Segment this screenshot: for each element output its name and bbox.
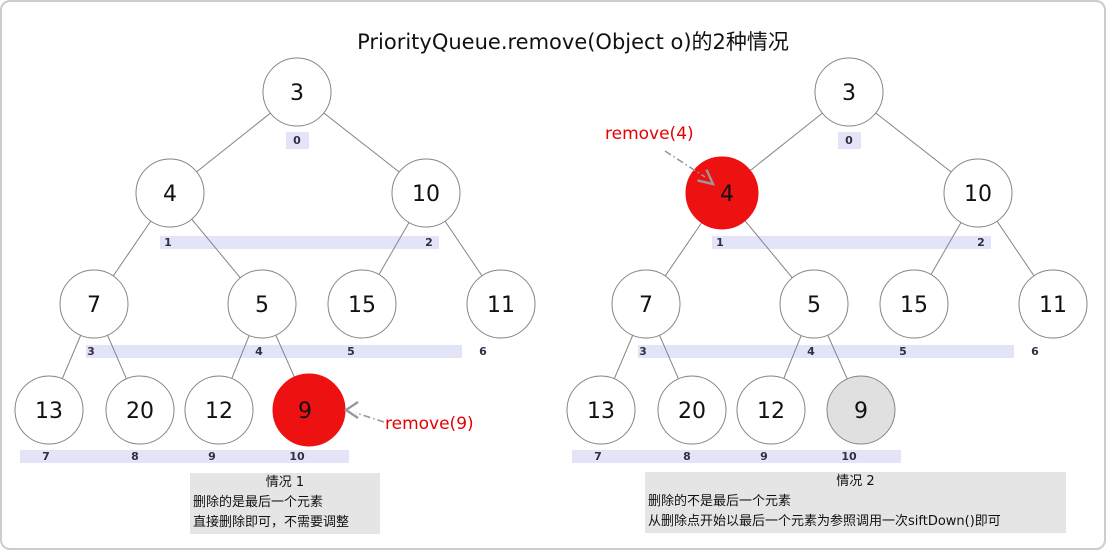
left-node-1	[135, 158, 205, 228]
right-node-2	[943, 158, 1013, 228]
node-value: 20	[126, 399, 154, 424]
node-index: 8	[131, 450, 139, 463]
node-index: 6	[1031, 345, 1039, 358]
index-badge-right-0	[838, 132, 861, 149]
right-node-7	[566, 375, 636, 445]
node-index: 2	[425, 236, 433, 249]
right-node-8	[657, 375, 727, 445]
node-index: 9	[208, 450, 216, 463]
node-index: 2	[977, 236, 985, 249]
node-value: 10	[412, 182, 440, 207]
remove4-arrowhead-icon	[697, 169, 716, 186]
node-index: 10	[841, 450, 857, 463]
right-node-6	[1018, 269, 1088, 339]
index-band-left-row3	[20, 450, 349, 463]
index-band-right-row2	[638, 345, 1014, 358]
case1-caption-box: 情况 1 删除的是最后一个元素 直接删除即可，不需要调整	[190, 473, 380, 534]
remove9-label: remove(9)	[385, 414, 474, 434]
node-index: 5	[899, 345, 907, 358]
left-node-9	[184, 375, 254, 445]
node-value: 4	[720, 182, 734, 207]
case2-caption-box: 情况 2 删除的不是最后一个元素 从删除点开始以最后一个元素为参照调用一次sif…	[645, 472, 1066, 533]
left-node-7	[14, 375, 84, 445]
index-band-right-row1	[712, 236, 991, 249]
right-node-1-highlighted	[685, 156, 759, 230]
node-index: 10	[289, 450, 305, 463]
right-node-9	[736, 375, 806, 445]
node-value: 7	[639, 293, 653, 318]
left-node-4	[227, 269, 297, 339]
node-index: 0	[293, 134, 301, 147]
diagram-title: PriorityQueue.remove(Object o)的2种情况	[357, 30, 789, 54]
node-value: 9	[298, 399, 312, 424]
node-index: 4	[807, 345, 815, 358]
node-value: 11	[1039, 293, 1067, 318]
node-value: 9	[854, 399, 868, 424]
left-node-2	[391, 158, 461, 228]
node-value: 5	[807, 293, 821, 318]
node-index: 6	[479, 345, 487, 358]
node-value: 15	[900, 293, 928, 318]
node-value: 13	[587, 399, 615, 424]
node-index: 7	[594, 450, 602, 463]
case1-heading: 情况 1	[265, 475, 305, 490]
node-value: 10	[964, 182, 992, 207]
right-node-0	[814, 57, 884, 127]
node-value: 3	[290, 81, 304, 106]
node-index: 3	[639, 345, 647, 358]
node-index: 5	[347, 345, 355, 358]
case2-line1: 删除的不是最后一个元素	[648, 494, 792, 509]
node-index: 1	[716, 236, 724, 249]
case1-line2: 直接删除即可，不需要调整	[193, 515, 350, 530]
node-index: 0	[845, 134, 853, 147]
node-value: 20	[678, 399, 706, 424]
left-node-6	[466, 269, 536, 339]
case2-line2: 从删除点开始以最后一个元素为参照调用一次siftDown()即可	[648, 514, 1001, 529]
right-node-5	[879, 269, 949, 339]
left-node-8	[105, 375, 175, 445]
remove4-label: remove(4)	[605, 124, 694, 144]
remove9-dash-line	[355, 412, 385, 423]
node-index: 3	[87, 345, 95, 358]
node-index: 4	[255, 345, 263, 358]
node-value: 12	[757, 399, 785, 424]
right-node-4	[779, 269, 849, 339]
index-badge-left-0	[286, 132, 309, 149]
node-value: 7	[87, 293, 101, 318]
case2-heading: 情况 2	[836, 474, 875, 489]
right-node-3	[611, 269, 681, 339]
right-node-10-removed	[826, 375, 896, 445]
index-band-left-row2	[86, 345, 462, 358]
case1-line1: 删除的是最后一个元素	[193, 495, 324, 510]
node-index: 9	[760, 450, 768, 463]
node-value: 13	[35, 399, 63, 424]
index-band-left-row1	[160, 236, 439, 249]
left-node-0	[262, 57, 332, 127]
left-node-5	[327, 269, 397, 339]
node-index: 8	[683, 450, 691, 463]
node-index: 1	[164, 236, 172, 249]
index-band-right-row3	[572, 450, 901, 463]
node-value: 15	[348, 293, 376, 318]
node-index: 7	[42, 450, 50, 463]
node-value: 12	[205, 399, 233, 424]
node-value: 5	[255, 293, 269, 318]
node-value: 3	[842, 81, 856, 106]
left-node-3	[59, 269, 129, 339]
remove4-dash-line	[664, 150, 706, 178]
remove9-arrowhead-icon	[343, 401, 359, 419]
node-value: 4	[163, 182, 177, 207]
node-value: 11	[487, 293, 515, 318]
